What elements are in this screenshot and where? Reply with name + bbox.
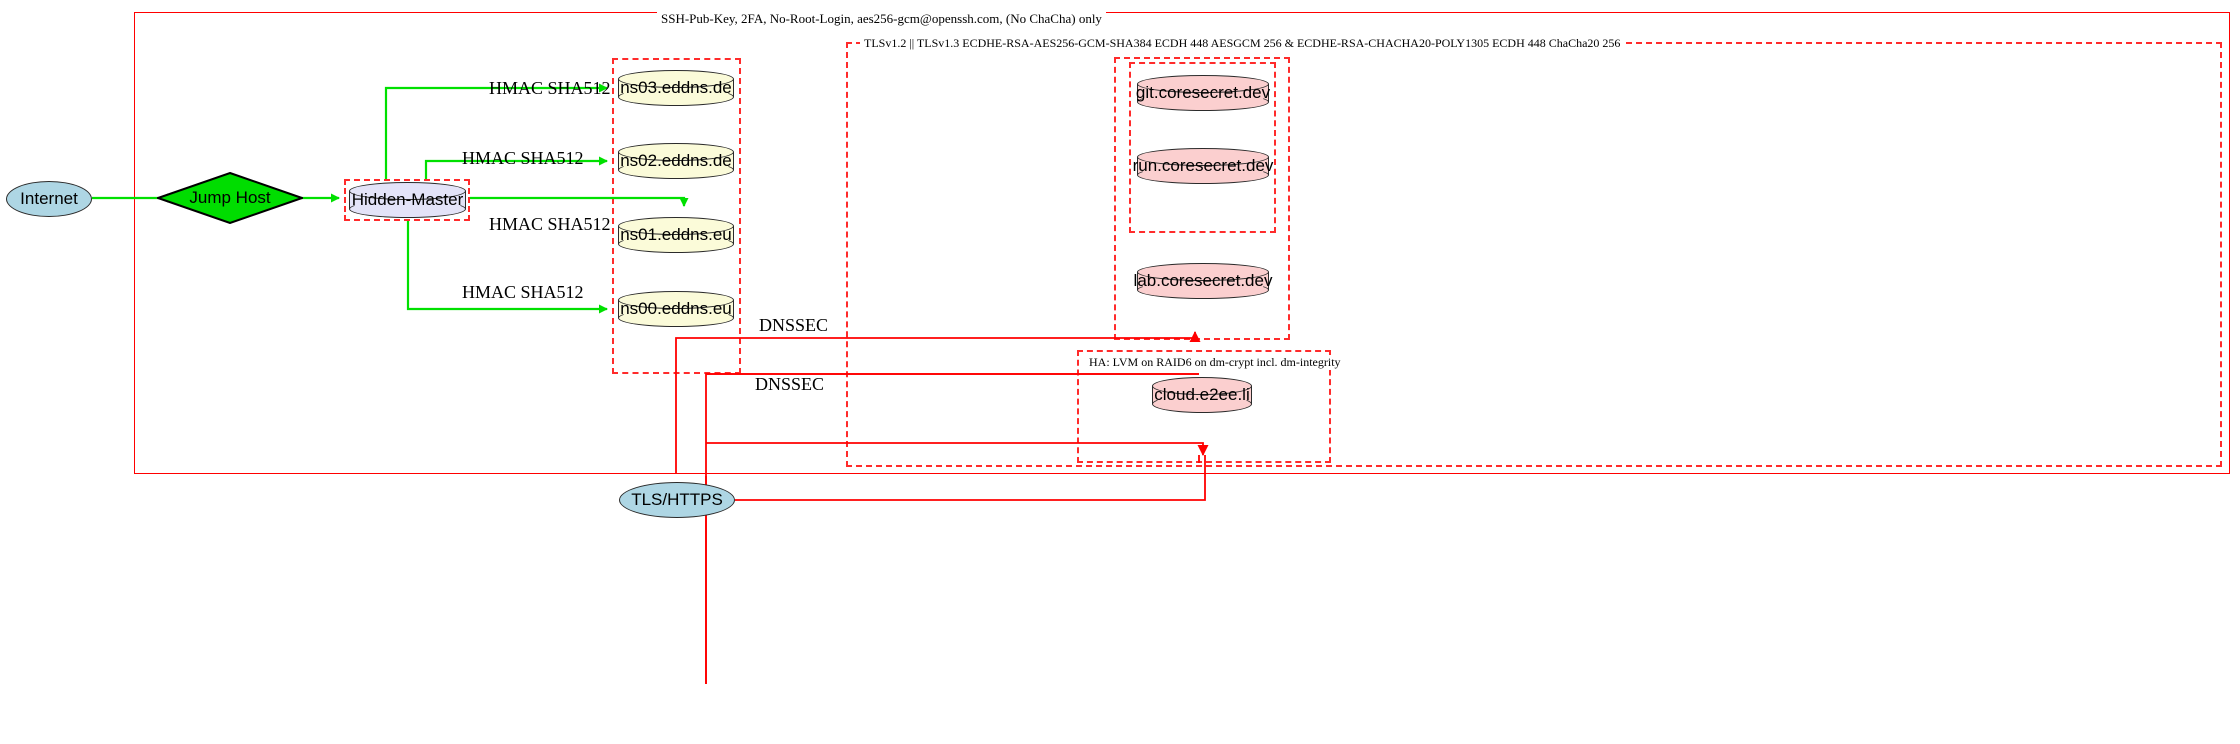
cylinder-top xyxy=(1137,75,1269,93)
cylinder-bottom xyxy=(1137,166,1269,184)
cylinder-bottom xyxy=(618,309,734,327)
cylinder-top xyxy=(349,182,466,200)
edge-label-hmac-ns01: HMAC SHA512 xyxy=(489,214,611,234)
cylinder-bottom xyxy=(1137,281,1269,299)
node-git-coresecret[interactable]: git.coresecret.dev xyxy=(1135,75,1271,111)
ssh-boundary-caption: SSH-Pub-Key, 2FA, No-Root-Login, aes256-… xyxy=(657,11,1106,27)
node-ns01-label: ns01.eddns.eu xyxy=(620,225,732,244)
cluster-tls xyxy=(846,42,2222,467)
tls-cluster-caption: TLSv1.2 || TLSv1.3 ECDHE-RSA-AES256-GCM-… xyxy=(860,36,1625,51)
cylinder-top xyxy=(1137,148,1269,166)
cylinder-top xyxy=(618,143,734,161)
node-ns00[interactable]: ns00.eddns.eu xyxy=(618,291,734,327)
cylinder-top xyxy=(618,291,734,309)
cylinder-top xyxy=(1137,263,1269,281)
node-cloud-label: cloud.e2ee.li xyxy=(1154,385,1250,404)
cylinder-bottom xyxy=(618,235,734,253)
cylinder-top xyxy=(618,70,734,88)
node-ns03[interactable]: ns03.eddns.de xyxy=(618,70,734,106)
cylinder-bottom xyxy=(1137,93,1269,111)
ha-cluster-caption: HA: LVM on RAID6 on dm-crypt incl. dm-in… xyxy=(1085,355,1345,370)
node-git-label: git.coresecret.dev xyxy=(1135,83,1271,102)
edge-label-hmac-ns03: HMAC SHA512 xyxy=(489,78,611,98)
node-cloud-e2ee[interactable]: cloud.e2ee.li xyxy=(1152,377,1252,413)
node-ns02[interactable]: ns02.eddns.de xyxy=(618,143,734,179)
node-ns02-label: ns02.eddns.de xyxy=(620,151,732,170)
node-ns00-label: ns00.eddns.eu xyxy=(620,299,732,318)
node-lab-coresecret[interactable]: lab.coresecret.dev xyxy=(1133,263,1273,299)
cylinder-bottom xyxy=(618,161,734,179)
node-lab-label: lab.coresecret.dev xyxy=(1133,271,1273,290)
edge-label-dnssec-bottom: DNSSEC xyxy=(755,374,825,394)
node-run-coresecret[interactable]: run.coresecret.dev xyxy=(1132,148,1274,184)
cylinder-bottom xyxy=(1152,395,1252,413)
cylinder-bottom xyxy=(618,88,734,106)
cluster-coresecret-inner xyxy=(1129,62,1276,233)
edge-label-dnssec-top: DNSSEC xyxy=(759,315,829,335)
node-tls-https[interactable]: TLS/HTTPS xyxy=(619,482,735,518)
edge-label-hmac-ns00: HMAC SHA512 xyxy=(462,282,584,302)
edge-label-hmac-ns02: HMAC SHA512 xyxy=(462,148,584,168)
node-internet-label: Internet xyxy=(20,189,78,208)
node-hidden-master-label: Hidden-Master xyxy=(351,190,464,209)
cluster-coresecret-outer xyxy=(1114,57,1290,340)
node-internet[interactable]: Internet xyxy=(6,181,92,217)
node-run-label: run.coresecret.dev xyxy=(1132,156,1274,175)
cylinder-top xyxy=(1152,377,1252,395)
node-ns01[interactable]: ns01.eddns.eu xyxy=(618,217,734,253)
node-jump-host[interactable]: Jump Host xyxy=(157,172,303,224)
cluster-hidden-master xyxy=(344,179,470,221)
cylinder-top xyxy=(618,217,734,235)
node-hidden-master[interactable]: Hidden-Master xyxy=(349,182,466,218)
node-ns03-label: ns03.eddns.de xyxy=(620,78,732,97)
node-tls-https-label: TLS/HTTPS xyxy=(631,490,723,509)
cylinder-bottom xyxy=(349,200,466,218)
